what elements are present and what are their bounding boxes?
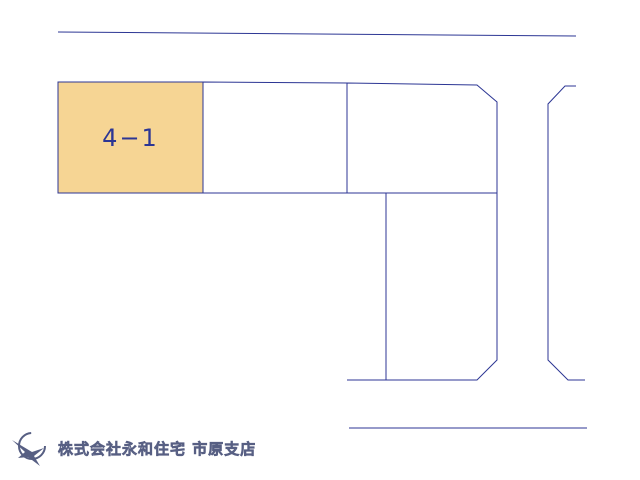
company-logo-icon (12, 432, 46, 466)
lot-corner[interactable] (346, 82, 498, 194)
lot-lower[interactable] (385, 192, 498, 381)
logo-bird (12, 440, 44, 466)
lot-4-1[interactable] (57, 81, 204, 194)
road-edge-top (57, 31, 577, 37)
company-watermark: 株式会社永和住宅 市原支店 (10, 426, 256, 470)
company-name-main: 株式会社永和住宅 (58, 439, 187, 458)
company-branch: 市原支店 (192, 439, 257, 458)
company-name: 株式会社永和住宅 市原支店 (58, 438, 256, 459)
block-edge-right (547, 85, 585, 381)
lot-middle[interactable] (202, 81, 348, 194)
